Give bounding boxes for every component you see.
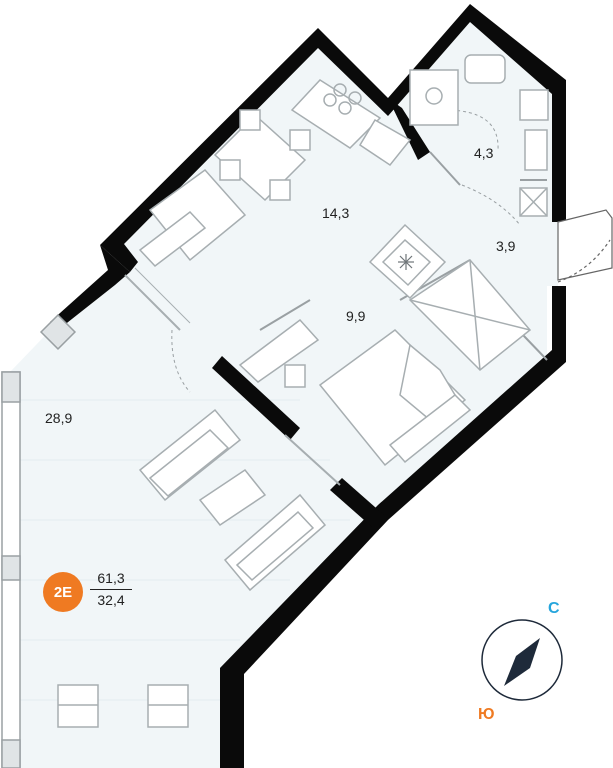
room-area-hall: 3,9 bbox=[496, 238, 516, 254]
bathroom-fixtures bbox=[409, 54, 549, 217]
room-area-living: 28,9 bbox=[45, 410, 73, 426]
room-area-kitchen: 14,3 bbox=[322, 205, 350, 221]
living-furniture bbox=[57, 408, 341, 728]
room-area-bathroom: 4,3 bbox=[474, 145, 494, 161]
entrance-door bbox=[557, 209, 613, 283]
total-area: 61,3 bbox=[97, 570, 125, 586]
door-swings bbox=[171, 109, 521, 393]
bedroom-furniture bbox=[238, 318, 472, 467]
floor-area bbox=[10, 16, 558, 768]
snowflake-icon bbox=[398, 254, 414, 270]
compass-south-label: Ю bbox=[478, 706, 495, 723]
kitchen-furniture bbox=[124, 79, 412, 331]
apartment-code-badge: 2E bbox=[43, 572, 83, 612]
exterior-walls bbox=[50, 4, 566, 768]
compass-north-label: С bbox=[548, 600, 560, 617]
room-area-bedroom: 9,9 bbox=[346, 308, 366, 324]
apartment-areas: 61,3 32,4 bbox=[90, 570, 132, 608]
window-left bbox=[1, 313, 77, 768]
interior-walls bbox=[212, 98, 430, 527]
area-divider bbox=[90, 589, 132, 590]
compass bbox=[481, 619, 563, 701]
compass-needle-icon bbox=[504, 638, 540, 686]
living-area: 32,4 bbox=[97, 592, 125, 608]
